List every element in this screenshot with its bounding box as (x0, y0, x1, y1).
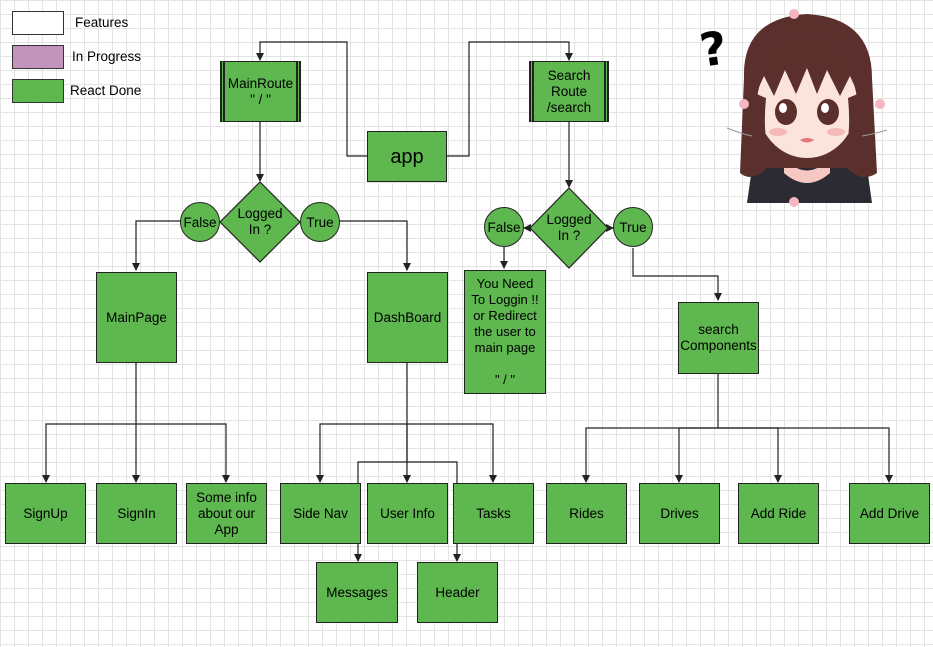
logged-in-diamond-right (529, 187, 609, 269)
legend-label-react-done: React Done (70, 83, 142, 98)
legend-label-features: Features (75, 15, 129, 30)
main-route-node[interactable]: MainRoute " / " (220, 61, 301, 122)
edge-true-dashboard (339, 220, 411, 271)
edge-false-mainpage (132, 220, 181, 271)
sign-up-node[interactable]: SignUp (5, 483, 86, 544)
edge-search-adddrive (718, 427, 893, 483)
edge-search-addride (718, 427, 782, 483)
edge-app-mainroute (256, 41, 367, 157)
edge-mainpage-info (136, 423, 230, 483)
dashboard-node[interactable]: DashBoard (367, 272, 448, 363)
some-info-node[interactable]: Some info about our App (186, 483, 267, 544)
logged-in-label-left: Logged In ? (237, 206, 283, 237)
login-required-node[interactable]: You Need To Loggin !! or Redirect the us… (464, 270, 546, 394)
legend-swatch-react-done (12, 79, 64, 103)
drives-node[interactable]: Drives (639, 483, 720, 544)
false-circle-right[interactable]: False (484, 207, 524, 247)
edge-search-drives (675, 427, 718, 483)
main-page-node[interactable]: MainPage (96, 272, 177, 363)
legend-label-in-progress: In Progress (72, 49, 142, 64)
logged-in-label-right: Logged In ? (546, 212, 592, 243)
anime-girl-icon (726, 9, 888, 207)
legend-swatch-features (12, 11, 64, 35)
logged-in-diamond-left (219, 181, 301, 263)
add-ride-node[interactable]: Add Ride (738, 483, 819, 544)
legend-swatch-in-progress (12, 45, 64, 69)
edge-dashboard-bus (316, 362, 408, 483)
tasks-node[interactable]: Tasks (453, 483, 534, 544)
app-node[interactable]: app (367, 131, 447, 182)
side-nav-node[interactable]: Side Nav (280, 483, 361, 544)
messages-node[interactable]: Messages (316, 562, 398, 623)
true-circle-left[interactable]: True (300, 202, 340, 242)
user-info-node[interactable]: User Info (367, 483, 448, 544)
true-circle-right[interactable]: True (613, 207, 653, 247)
search-components-node[interactable]: search Components (678, 302, 759, 374)
edge-app-searchroute (447, 41, 573, 157)
edge-dashboard-tasks (407, 423, 497, 483)
header-node[interactable]: Header (417, 562, 498, 623)
edge-search-bus (582, 373, 719, 483)
edge-true-search (632, 248, 722, 301)
rides-node[interactable]: Rides (546, 483, 627, 544)
add-drive-node[interactable]: Add Drive (849, 483, 930, 544)
sign-in-node[interactable]: SignIn (96, 483, 177, 544)
false-circle-left[interactable]: False (180, 202, 220, 242)
search-route-node[interactable]: Search Route /search (529, 61, 609, 122)
edge-mainpage-bus (42, 362, 137, 483)
